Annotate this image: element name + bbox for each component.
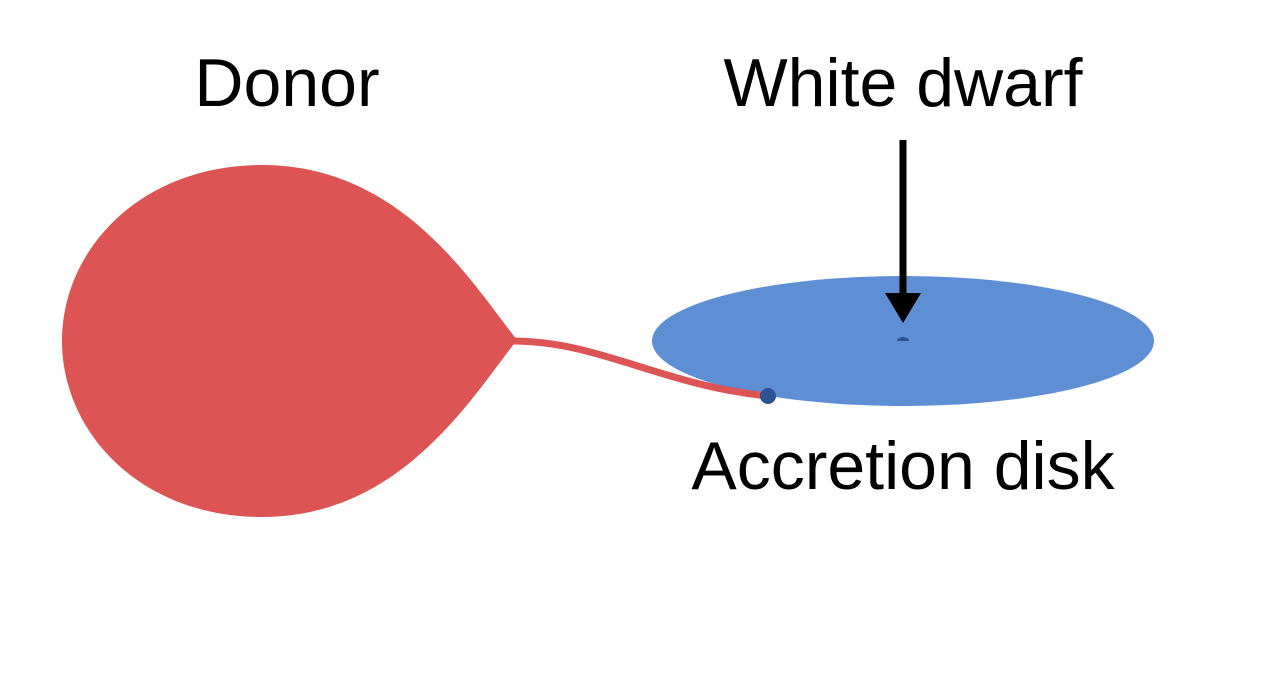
donor-star xyxy=(62,165,517,517)
white-dwarf xyxy=(897,337,909,341)
white-dwarf-label: White dwarf xyxy=(724,45,1083,121)
arrow-icon xyxy=(885,140,921,323)
accretion-disk-label: Accretion disk xyxy=(691,428,1115,504)
donor-label: Donor xyxy=(194,45,379,121)
hot-spot xyxy=(760,388,776,404)
mass-transfer-stream xyxy=(511,337,769,400)
